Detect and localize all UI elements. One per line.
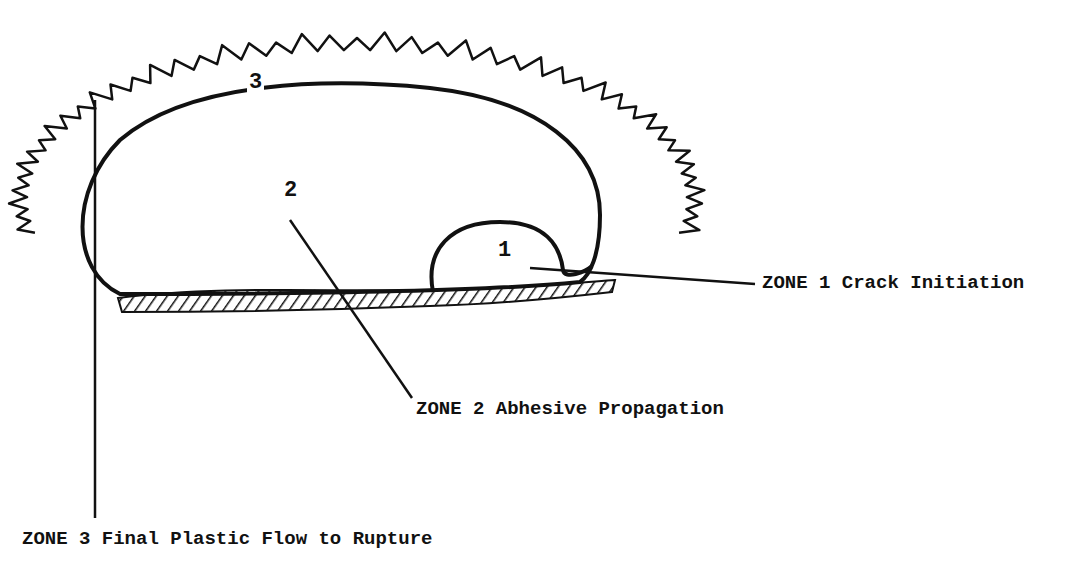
propagation-zone-outline xyxy=(83,83,601,294)
leader-line xyxy=(94,100,97,518)
initiation-zone-outline xyxy=(432,222,592,292)
zone-label: ZONE 3 Final Plastic Flow to Rupture xyxy=(22,528,432,551)
zone-label: ZONE 2 Abhesive Propagation xyxy=(416,398,724,421)
callout-number: 2 xyxy=(282,178,299,204)
zone-label: ZONE 1 Crack Initiation xyxy=(762,272,1024,295)
callout-number: 1 xyxy=(496,238,513,264)
leader-line xyxy=(530,268,755,284)
callout-number: 3 xyxy=(247,70,264,96)
leader-line xyxy=(290,220,412,398)
